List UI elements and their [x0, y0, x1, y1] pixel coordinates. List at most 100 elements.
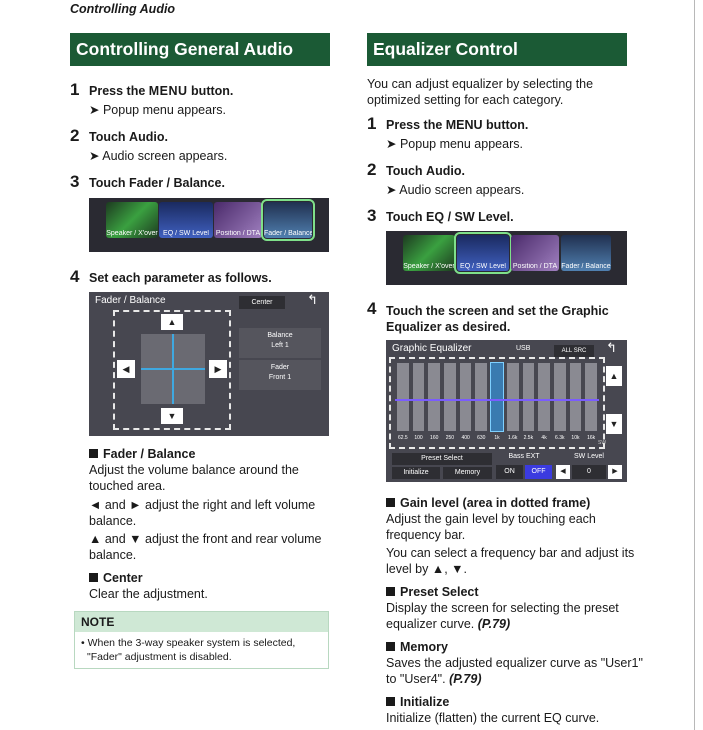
eq-frequency-label: 630 [477, 435, 486, 441]
audio-menu-strip-eq: Speaker / X'over EQ / SW Level Position … [386, 231, 627, 285]
balance-touch-area[interactable]: ▲ ▼ ◀ ▶ [113, 310, 231, 430]
eq-band-bar[interactable] [444, 363, 456, 431]
center-desc: Clear the adjustment. [89, 587, 208, 601]
fader-balance-screen: Fader / Balance Center ↰ ▲ ▼ ◀ ▶ Balance… [89, 292, 329, 436]
fader-balance-desc: Adjust the volume balance around the tou… [89, 463, 299, 493]
eq-frequency-label: 100 [414, 435, 423, 441]
memory-heading: Memory [386, 640, 448, 654]
note-heading: NOTE [75, 612, 328, 632]
right-step-3-number: 3 [367, 206, 377, 225]
eq-frequency-label: 160 [430, 435, 439, 441]
left-step-2-result: ➤ Audio screen appears. [89, 149, 228, 163]
left-arrow-button[interactable]: ◀ [117, 360, 135, 378]
gain-down-button[interactable]: ▼ [606, 414, 622, 434]
left-step-2-number: 2 [70, 126, 80, 145]
eq-band-bar[interactable] [475, 363, 488, 431]
eq-band-bar[interactable] [490, 362, 504, 432]
left-step-1-text: Press the MENU button. [89, 84, 234, 98]
sw-level-value: 0 [572, 465, 606, 479]
eq-intro: You can adjust equalizer by selecting th… [367, 77, 594, 107]
eq-mode-button[interactable]: ALL SRC [554, 345, 594, 357]
eq-band-bar[interactable] [412, 363, 425, 431]
eq-frequency-label: 1.6k [507, 435, 518, 441]
eq-band-bar[interactable] [569, 363, 582, 431]
eq-frequency-label: 62.5 [397, 435, 408, 441]
fader-balance-lr: ◄ and ► adjust the right and left volume… [89, 498, 316, 528]
back-icon[interactable]: ↰ [307, 292, 318, 307]
result-arrow-icon: ➤ [386, 183, 400, 197]
right-step-1-text: Press the MENU button. [386, 118, 529, 132]
memory-page-ref[interactable]: (P.79) [449, 672, 482, 686]
initialize-button[interactable]: Initialize [392, 467, 440, 479]
eq-frequency-label: 1k [494, 435, 500, 441]
left-step-1-result: ➤ Popup menu appears. [89, 103, 226, 117]
balance-readout: Balance Left 1 [239, 328, 321, 358]
left-step-2-text: Touch Audio. [89, 130, 168, 144]
right-step-3-text: Touch EQ / SW Level. [386, 210, 514, 224]
car-seats-image [141, 334, 205, 404]
right-step-2-number: 2 [367, 160, 377, 179]
gain-up-button[interactable]: ▲ [606, 366, 622, 386]
eq-band-bar[interactable] [538, 363, 550, 431]
right-step-1-result: ➤ Popup menu appears. [386, 137, 523, 151]
eq-band-bar[interactable] [585, 363, 597, 431]
eq-frequency-label: 10k [571, 435, 580, 441]
preset-select-button[interactable]: Preset Select [392, 453, 492, 465]
thumb-eq-sw-level[interactable]: EQ / SW Level [454, 232, 512, 274]
sw-tag: SW [598, 440, 607, 446]
thumb-eq-sw-level[interactable]: EQ / SW Level [159, 202, 213, 238]
balance-crosshair-h [141, 368, 205, 370]
memory-button[interactable]: Memory [443, 467, 492, 479]
left-step-4-text: Set each parameter as follows. [89, 271, 272, 285]
right-section-banner: Equalizer Control [367, 33, 627, 66]
eq-curve-line [395, 399, 599, 401]
right-step-2-text: Touch Audio. [386, 164, 465, 178]
note-text: • When the 3-way speaker system is selec… [81, 637, 296, 663]
fader-balance-heading: Fader / Balance [89, 447, 195, 461]
initialize-heading: Initialize [386, 695, 449, 709]
thumb-speaker-xover[interactable]: Speaker / X'over [403, 235, 455, 271]
fader-balance-fr: ▲ and ▼ adjust the front and rear volume… [89, 532, 322, 562]
right-arrow-button[interactable]: ▶ [209, 360, 227, 378]
back-icon[interactable]: ↰ [606, 340, 617, 355]
eq-band-bar[interactable] [506, 363, 519, 431]
fader-readout: Fader Front 1 [239, 360, 321, 390]
right-step-4-number: 4 [367, 299, 377, 318]
bass-ext-on-button[interactable]: ON [496, 465, 523, 479]
left-section-banner: Controlling General Audio [70, 33, 330, 66]
eq-band-bar[interactable] [428, 363, 441, 431]
thumb-fader-balance[interactable]: Fader / Balance [561, 235, 611, 271]
sw-level-decrease[interactable]: ◀ [556, 465, 570, 479]
fader-screen-title: Fader / Balance [95, 295, 166, 306]
center-button[interactable]: Center [239, 296, 285, 309]
left-step-3-text: Touch Fader / Balance. [89, 176, 225, 190]
thumb-position-dta[interactable]: Position / DTA [511, 235, 559, 271]
eq-band-bar[interactable] [459, 363, 472, 431]
eq-band-bar[interactable] [522, 363, 535, 431]
eq-band-bar[interactable] [397, 363, 409, 431]
eq-band-bar[interactable] [553, 363, 566, 431]
eq-frequency-label: 16k [587, 435, 596, 441]
sw-level-increase[interactable]: ▶ [608, 465, 622, 479]
preset-select-desc: Display the screen for selecting the pre… [386, 601, 619, 631]
front-arrow-button[interactable]: ▲ [161, 314, 183, 330]
thumb-fader-balance[interactable]: Fader / Balance [261, 199, 315, 241]
center-heading: Center [89, 571, 143, 585]
note-box: NOTE • When the 3-way speaker system is … [74, 611, 329, 669]
page-edge-rule [694, 0, 695, 730]
left-step-1-number: 1 [70, 80, 80, 99]
eq-source-label: USB [516, 345, 531, 352]
preset-page-ref[interactable]: (P.79) [477, 617, 511, 631]
bass-ext-off-button[interactable]: OFF [525, 465, 552, 479]
initialize-desc: Initialize (flatten) the current EQ curv… [386, 711, 600, 725]
thumb-position-dta[interactable]: Position / DTA [214, 202, 262, 238]
rear-arrow-button[interactable]: ▼ [161, 408, 183, 424]
eq-frequency-label: 6.3k [555, 435, 565, 441]
eq-frequency-label: 2.5k [523, 435, 534, 441]
eq-frequency-label: 400 [461, 435, 470, 441]
thumb-speaker-xover[interactable]: Speaker / X'over [106, 202, 158, 238]
